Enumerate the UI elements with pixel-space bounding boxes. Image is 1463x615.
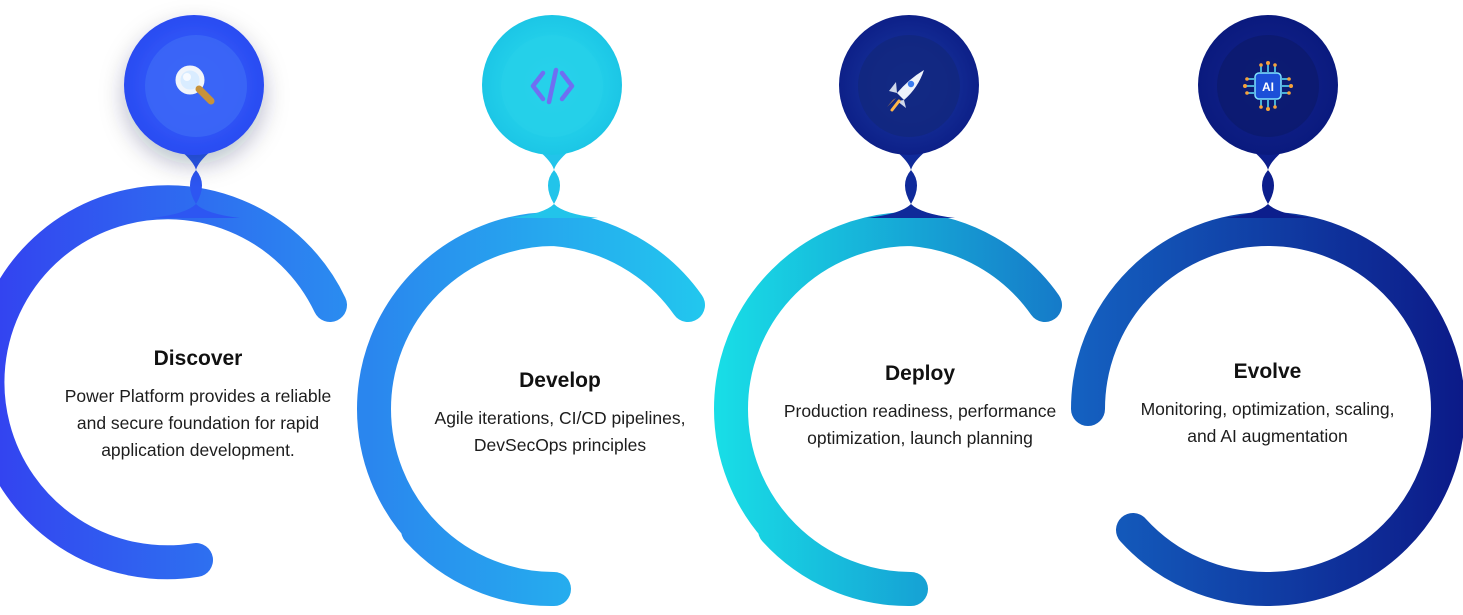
stage-title: Discover [153,347,243,370]
arc-deploy [713,212,1062,607]
arc-develop [356,212,705,607]
connector-deploy [867,150,955,218]
stage-evolve: Evolve Monitoring, optimization, scaling… [1130,360,1405,450]
code-brackets-icon [530,67,575,105]
stage-description: Monitoring, optimization, scaling, and A… [1140,399,1395,446]
stage-description: Production readiness, performance optimi… [783,401,1057,448]
rocket-icon [887,70,924,112]
connector-develop [510,150,598,218]
stage-develop: Develop Agile iterations, CI/CD pipeline… [430,369,690,459]
stage-discover: Discover Power Platform provides a relia… [48,347,348,464]
connector-evolve [1224,150,1312,218]
stage-title: Develop [519,369,601,392]
stage-description: Power Platform provides a reliable and s… [64,386,332,460]
connector-discover [152,150,240,218]
ai-chip-label: AI [1262,80,1274,94]
arc-discover [0,185,347,580]
stage-description: Agile iterations, CI/CD pipelines, DevSe… [434,408,686,455]
stage-title: Deploy [884,362,955,385]
stage-deploy: Deploy Production readiness, performance… [780,362,1060,452]
arc-evolve [1071,211,1463,607]
stage-title: Evolve [1233,360,1302,383]
ai-chip-icon: AI [1243,61,1293,111]
magnifier-icon [175,65,215,105]
